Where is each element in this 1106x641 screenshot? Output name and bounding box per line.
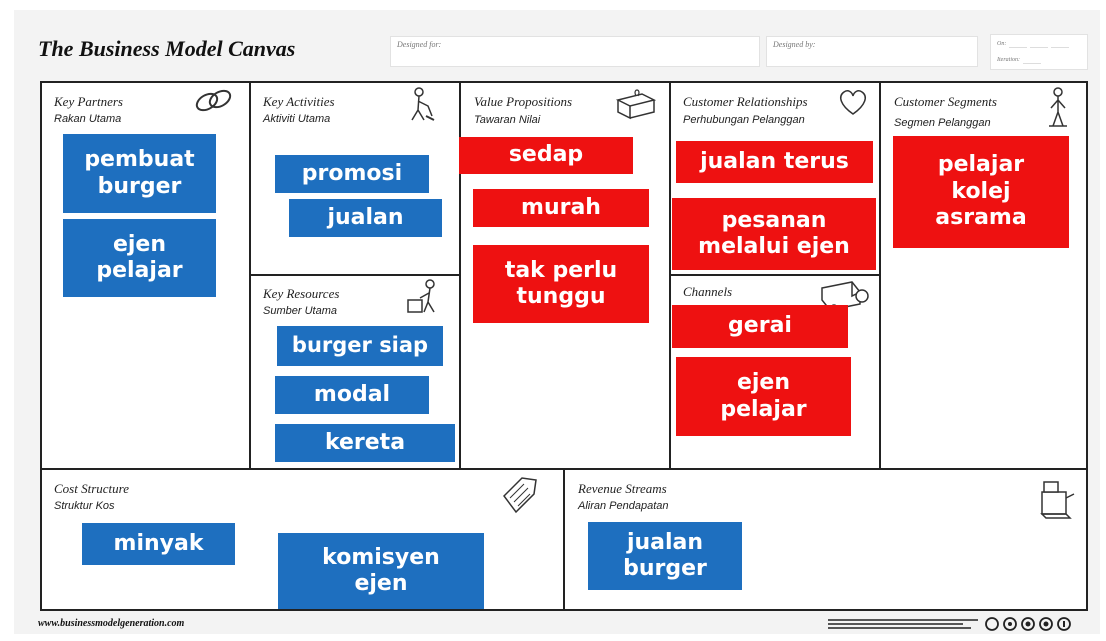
divider-ka-kr [249, 274, 461, 276]
note-key-activities-1[interactable]: promosi [275, 155, 429, 193]
gift-box-icon [615, 89, 657, 120]
customer-segments-title: Customer Segments [894, 94, 997, 109]
designed-by-field[interactable]: Designed by: [766, 36, 978, 67]
key-partners-title: Key Partners [54, 94, 123, 109]
heart-icon [840, 90, 866, 115]
note-cost-2[interactable]: komisyen ejen [278, 533, 484, 609]
note-value-prop-2[interactable]: murah [473, 189, 649, 227]
cost-structure-title: Cost Structure [54, 481, 129, 496]
page-title: The Business Model Canvas [38, 36, 296, 61]
note-customer-rel-2[interactable]: pesanan melalui ejen [672, 198, 876, 270]
divider-cr-ch [669, 274, 881, 276]
designed-for-field[interactable]: Designed for: [390, 36, 760, 67]
note-value-prop-3[interactable]: tak perlu tunggu [473, 245, 649, 323]
price-tag-icon [503, 477, 537, 514]
note-customer-seg-1[interactable]: pelajar kolej asrama [893, 136, 1069, 248]
note-revenue-1[interactable]: jualan burger [588, 522, 742, 590]
note-key-resources-2[interactable]: modal [275, 376, 429, 414]
cash-register-icon [1040, 481, 1075, 519]
date-iteration-field[interactable]: On: Iteration: [990, 34, 1088, 70]
chain-link-icon [195, 89, 232, 112]
designed-by-label: Designed by: [773, 40, 816, 49]
divider-cost-rev [563, 468, 565, 611]
key-activities-subtitle: Aktiviti Utama [263, 113, 331, 125]
key-resources-title: Key Resources [263, 286, 340, 301]
note-key-partners-2[interactable]: ejen pelajar [63, 219, 216, 297]
divider-bottom [42, 468, 1088, 470]
note-value-prop-1[interactable]: sedap [459, 137, 633, 174]
revenue-streams-subtitle: Aliran Pendapatan [578, 500, 669, 512]
key-resources-subtitle: Sumber Utama [263, 305, 337, 317]
value-propositions-subtitle: Tawaran Nilai [474, 114, 541, 126]
on-label: On: [997, 40, 1007, 47]
customer-segments-subtitle: Segmen Pelanggan [894, 117, 991, 129]
worker-icon [411, 87, 435, 121]
cost-structure-subtitle: Struktur Kos [54, 500, 115, 512]
on-field: On: [997, 39, 1070, 48]
iteration-label: Iteration: [997, 56, 1020, 63]
key-activities-title: Key Activities [263, 94, 335, 109]
creative-commons-icons[interactable] [984, 616, 1080, 632]
note-channels-2[interactable]: ejen pelajar [676, 357, 851, 436]
note-key-activities-2[interactable]: jualan [289, 199, 442, 237]
note-customer-rel-1[interactable]: jualan terus [676, 141, 873, 183]
customer-relationships-subtitle: Perhubungan Pelanggan [683, 114, 805, 126]
note-key-resources-1[interactable]: burger siap [277, 326, 443, 366]
note-key-partners-1[interactable]: pembuat burger [63, 134, 216, 213]
note-channels-1[interactable]: gerai [672, 305, 848, 348]
worker-box-icon [407, 279, 435, 313]
iteration-field: Iteration: [997, 55, 1041, 64]
channels-title: Channels [683, 284, 733, 299]
person-standing-icon [1049, 87, 1067, 127]
license-fine-print [828, 619, 978, 629]
footer-url[interactable]: www.businessmodelgeneration.com [38, 618, 185, 629]
customer-relationships-title: Customer Relationships [683, 94, 808, 109]
value-propositions-title: Value Propositions [474, 94, 573, 109]
key-partners-subtitle: Rakan Utama [54, 113, 122, 125]
note-key-resources-3[interactable]: kereta [275, 424, 455, 462]
revenue-streams-title: Revenue Streams [578, 481, 667, 496]
designed-for-label: Designed for: [397, 40, 442, 49]
note-cost-1[interactable]: minyak [82, 523, 235, 565]
